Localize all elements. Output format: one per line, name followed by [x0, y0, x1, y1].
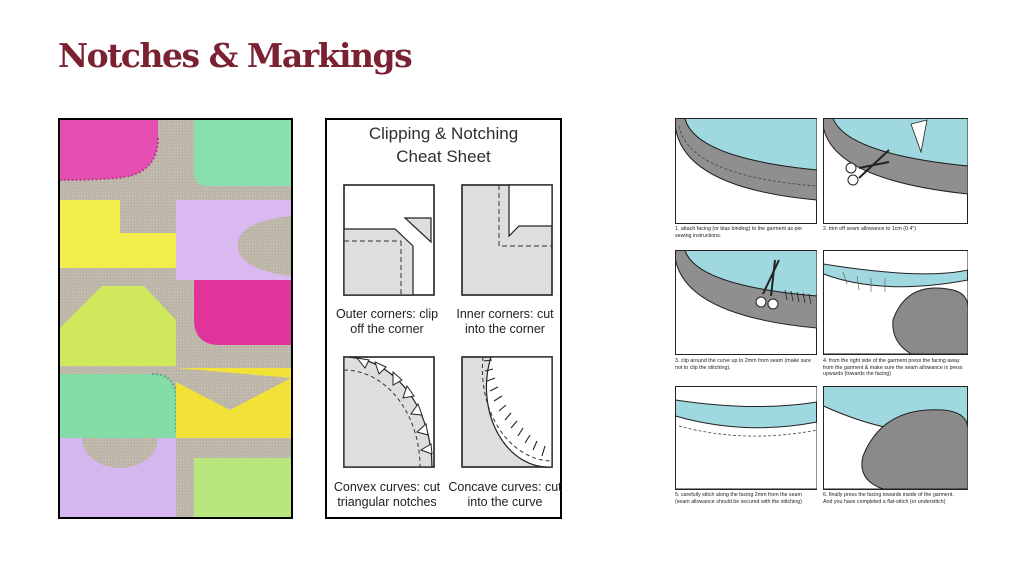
iron-icon [892, 287, 968, 355]
pink-scalloped-swatch [60, 120, 158, 180]
step-3-caption: 3. clip around the curve up to 2mm from … [675, 358, 812, 371]
yellow-l-swatch [60, 200, 176, 268]
cheat-item-3-line1: Convex curves: cut [333, 480, 441, 494]
step-2-image [823, 118, 968, 224]
step-6-caption: 6. finally press the facing towards insi… [823, 492, 954, 505]
lime-angled-swatch [60, 286, 176, 366]
lilac-concave-swatch [176, 200, 291, 280]
cheat-item-2-line1: Inner corners: cut [456, 307, 554, 321]
step-6-image [823, 386, 968, 490]
step-1-caption: 1. attach facing (or bias binding) to th… [675, 226, 803, 239]
cheat-sheet-title-line2: Cheat Sheet [396, 147, 491, 166]
slide-title: Notches & Markings [58, 36, 413, 75]
scissors-icon [755, 259, 780, 310]
cheat-item-4-line1: Concave curves: cut [448, 480, 562, 494]
fabric-swatches-photo [58, 118, 293, 519]
cheat-item-2-line2: into the corner [465, 322, 545, 336]
cheat-item-1-line2: off the corner [350, 322, 424, 336]
understitch-steps-panel: 1. attach facing (or bias binding) to th… [675, 118, 968, 519]
lilac-half-circle-swatch [60, 438, 176, 517]
magenta-rounded-swatch [194, 280, 291, 345]
step-4-caption: 4. from the right side of the garment pr… [823, 358, 963, 378]
step-5-image [675, 386, 817, 490]
inner-corner-diagram [461, 184, 553, 296]
step-1-image [675, 118, 817, 224]
concave-curve-diagram [461, 356, 553, 468]
cheat-item-3-line2: triangular notches [337, 495, 437, 509]
step-4-image [823, 250, 968, 355]
cheat-item-4-line2: into the curve [467, 495, 543, 509]
step-3-image [675, 250, 817, 355]
step-5-caption: 5. carefully stitch along the facing 2mm… [675, 492, 802, 505]
outer-corner-diagram [343, 184, 435, 296]
cheat-item-1-line1: Outer corners: clip [335, 307, 439, 321]
green-swatch [194, 458, 291, 517]
convex-curve-diagram [343, 356, 435, 468]
mint-swatch [194, 120, 291, 186]
scissors-icon [845, 149, 890, 186]
clipping-cheat-sheet: Clipping & Notching Cheat Sheet Outer co… [325, 118, 562, 519]
yellow-v-swatch [176, 368, 291, 438]
mint-rounded-swatch [60, 374, 176, 438]
iron-icon [861, 409, 968, 490]
step-2-caption: 2. trim off seam allowance to 1cm (0.4") [823, 226, 917, 232]
cheat-sheet-title-line1: Clipping & Notching [368, 124, 519, 143]
